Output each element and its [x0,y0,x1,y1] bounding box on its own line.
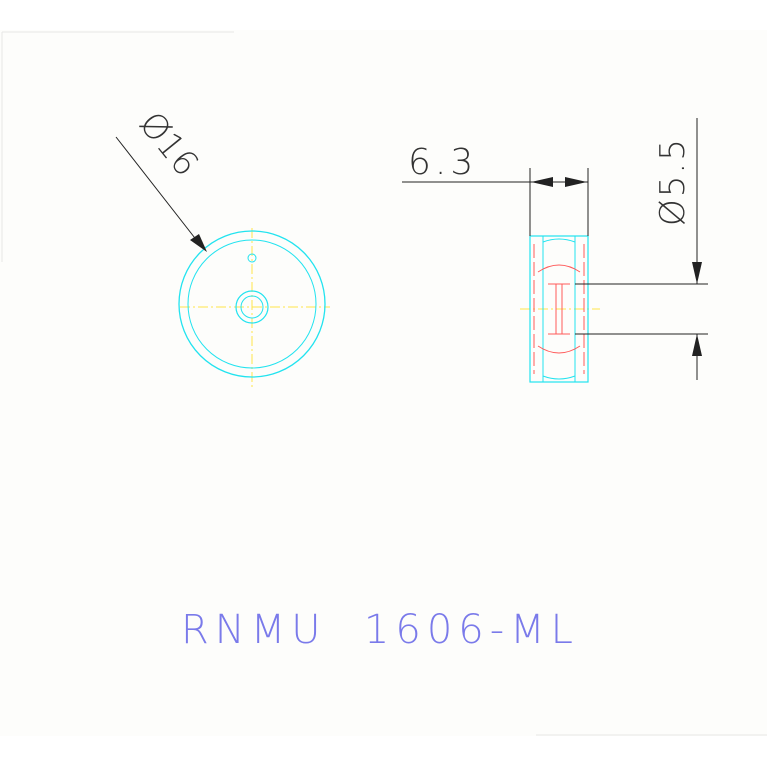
outer-diameter-leader [115,136,199,243]
section-upper-roller [537,264,581,273]
outer-ring-side-outline [529,235,589,383]
front-view [178,228,330,388]
bore-arrow-top [692,262,702,284]
width-arrow-left [531,177,553,187]
side-view [520,235,600,383]
outer-diameter-arrowhead [190,234,207,252]
bore-diameter-label: Ø5.5 [653,137,693,226]
bore-diameter-dimension: Ø5.5 [575,118,708,380]
outer-ring-top-groove [542,238,576,243]
bore-arrow-bottom [692,334,702,356]
width-label: 6.3 [408,142,477,183]
part-number-title: RNMU 1606-ML [181,607,579,653]
outer-ring-bottom-groove [542,375,576,380]
lube-hole [247,253,257,263]
width-arrow-right [565,177,587,187]
width-dimension: 6.3 [402,142,589,236]
bore-outline [240,295,264,319]
outer-ring-inner-edge [187,239,317,369]
inner-ring-outline [235,290,269,324]
section-lower-roller [537,345,581,354]
drawing-sheet [0,30,767,736]
outer-ring-outline [178,230,326,378]
